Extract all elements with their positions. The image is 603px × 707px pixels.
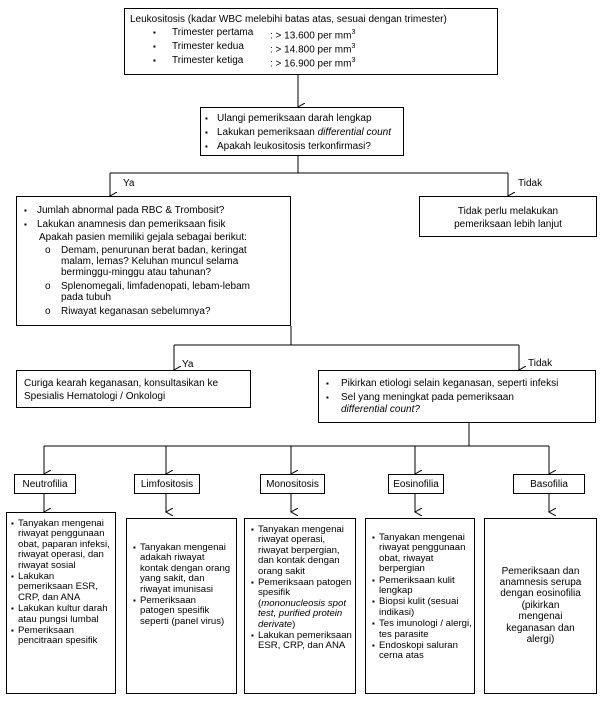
- category-label: Basofilia: [530, 479, 568, 490]
- circle-bullet-icon: o: [45, 306, 51, 317]
- baso-line: Pemeriksaan dan: [501, 566, 580, 577]
- rbc-question: Jumlah abnormal pada RBC & Trombosit?: [37, 205, 225, 216]
- category-label: Limfositosis: [140, 479, 194, 490]
- trimester-1-label: Trimester pertama: [172, 27, 254, 38]
- other-item-2-italic: differential count?: [341, 404, 420, 415]
- category-basofilia: Basofilia: [513, 474, 585, 494]
- baso-line: dengan eosinofilia: [500, 588, 581, 599]
- list-item: Endoskopi saluran cerna atas: [372, 640, 472, 662]
- branch-label-tidak-2: Tidak: [528, 358, 553, 369]
- baso-line: (pikirkan: [521, 600, 560, 611]
- monositosis-list: Tanyakan mengenai riwayat operasi, riway…: [251, 524, 353, 653]
- bullet-icon: ▪: [205, 114, 208, 123]
- other-item-2: Sel yang meningkat pada pemeriksaan: [341, 392, 514, 403]
- circle-bullet-icon: o: [45, 281, 51, 292]
- clinical-assessment-box: ▪ Jumlah abnormal pada RBC & Trombosit? …: [16, 196, 291, 326]
- circle-bullet-icon: o: [45, 245, 51, 256]
- list-item: Tanyakan mengenai riwayat penggunaan oba…: [11, 518, 111, 571]
- symptom-question: Apakah pasien memiliki gejala sebagai be…: [39, 232, 247, 243]
- other-item-1: Pikirkan etiologi selain keganasan, sepe…: [341, 378, 559, 389]
- repeat-test-box: ▪ Ulangi pemeriksaan darah lengkap ▪ Lak…: [200, 107, 404, 156]
- bullet-icon: ▪: [153, 56, 156, 65]
- baso-line: anamnesis serupa: [499, 577, 582, 588]
- category-label: Eosinofilia: [393, 479, 439, 490]
- eosinofilia-list: Tanyakan mengenai riwayat penggunaan oba…: [372, 532, 472, 663]
- bullet-icon: ▪: [326, 393, 329, 402]
- baso-line: keganasan dan: [506, 623, 575, 634]
- neutrofilia-details-box: Tanyakan mengenai riwayat penggunaan oba…: [6, 512, 116, 694]
- bullet-icon: ▪: [24, 206, 27, 215]
- step2-item-3: Apakah leukositosis terkonfirmasi?: [217, 141, 371, 152]
- list-item: Tanyakan mengenai riwayat operasi, riway…: [251, 524, 353, 577]
- step2-item-1: Ulangi pemeriksaan darah lengkap: [217, 113, 372, 124]
- list-item: Tanyakan mengenai riwayat penggunaan oba…: [372, 532, 472, 575]
- bullet-icon: ▪: [205, 128, 208, 137]
- monositosis-details-box: Tanyakan mengenai riwayat operasi, riway…: [244, 518, 356, 694]
- limfositosis-details-box: Tanyakan mengenai adakah riwayat kontak …: [126, 518, 237, 694]
- no-further-test-box: Tidak perlu melakukan pemeriksaan lebih …: [419, 196, 597, 237]
- list-item: Lakukan pemeriksaan ESR, CRP, dan ANA: [11, 571, 111, 603]
- no-box-line2: pemeriksaan lebih lanjut: [454, 219, 562, 230]
- list-item: Lakukan kultur darah atau pungsi lumbal: [11, 604, 111, 625]
- baso-line: alergi): [526, 634, 555, 645]
- list-item: Pemeriksaan pencitraan spesifik: [11, 625, 111, 647]
- bullet-icon: ▪: [205, 142, 208, 151]
- trimester-3-label: Trimester ketiga: [172, 55, 244, 66]
- neutrofilia-list: Tanyakan mengenai riwayat penggunaan oba…: [11, 518, 111, 648]
- no-box-line1: Tidak perlu melakukan: [457, 206, 559, 217]
- list-item: Lakukan pemeriksaan ESR, CRP, dan ANA: [251, 630, 353, 652]
- step2-item-2: Lakukan pemeriksaan differential count: [217, 127, 392, 138]
- limfositosis-list: Tanyakan mengenai adakah riwayat kontak …: [133, 542, 233, 628]
- anamnesis-item: Lakukan anamnesis dan pemeriksaan fisik: [37, 219, 226, 230]
- symptom-2-line2: pada tubuh: [61, 292, 112, 303]
- list-item: Pemeriksaan kulit lengkap: [372, 575, 472, 597]
- symptom-1-line2: malam, lemas? Keluhan muncul selama: [61, 256, 239, 267]
- basofilia-details-box: Pemeriksaan dan anamnesis serupa dengan …: [484, 518, 597, 694]
- category-eosinofilia: Eosinofilia: [388, 474, 444, 494]
- branch-label-tidak: Tidak: [518, 178, 543, 189]
- trimester-3-value: : > 16.900 per mm3: [270, 57, 356, 70]
- bullet-icon: ▪: [24, 220, 27, 229]
- branch-label-ya-2: Ya: [182, 359, 194, 370]
- symptom-1-line3: berminggu-minggu atau tahunan?: [61, 267, 212, 278]
- trimester-2-label: Trimester kedua: [172, 41, 244, 52]
- list-item: Biopsi kulit (sesuai indikasi): [372, 597, 472, 618]
- symptom-1-line1: Demam, penurunan berat badan, keringat: [61, 245, 247, 256]
- malig-line1: Curiga kearah keganasan, konsultasikan k…: [24, 378, 219, 389]
- other-etiology-box: ▪ Pikirkan etiologi selain keganasan, se…: [318, 370, 596, 423]
- list-item: Pemeriksaan patogen spesifik seperti (pa…: [133, 595, 233, 627]
- bullet-icon: ▪: [153, 42, 156, 51]
- category-limfositosis: Limfositosis: [134, 474, 200, 494]
- baso-line: mengenai: [518, 611, 563, 622]
- category-label: Monositosis: [266, 479, 319, 490]
- list-item: Pemeriksaan patogen spesifik (mononucleo…: [251, 577, 353, 630]
- category-neutrofilia: Neutrofilia: [14, 474, 76, 494]
- symptom-3-line1: Riwayat keganasan sebelumnya?: [61, 306, 211, 317]
- eosinofilia-details-box: Tanyakan mengenai riwayat penggunaan oba…: [365, 518, 475, 694]
- leukocytosis-title: Leukositosis (kadar WBC melebihi batas a…: [130, 14, 447, 25]
- malignancy-consult-box: Curiga kearah keganasan, konsultasikan k…: [16, 370, 251, 408]
- leukocytosis-box: Leukositosis (kadar WBC melebihi batas a…: [124, 8, 498, 75]
- trimester-1-value: : > 13.600 per mm3: [270, 29, 356, 42]
- bullet-icon: ▪: [153, 28, 156, 37]
- category-monositosis: Monositosis: [260, 474, 325, 494]
- symptom-2-line1: Splenomegali, limfadenopati, lebam-lebam: [61, 281, 250, 292]
- category-label: Neutrofilia: [22, 479, 68, 490]
- list-item: Tes imunologi / alergi, tes parasite: [372, 619, 472, 640]
- malig-line2: Spesialis Hematologi / Onkologi: [24, 391, 166, 402]
- list-item: Tanyakan mengenai adakah riwayat kontak …: [133, 542, 233, 595]
- trimester-2-value: : > 14.800 per mm3: [270, 43, 356, 56]
- branch-label-ya: Ya: [123, 178, 135, 189]
- bullet-icon: ▪: [326, 379, 329, 388]
